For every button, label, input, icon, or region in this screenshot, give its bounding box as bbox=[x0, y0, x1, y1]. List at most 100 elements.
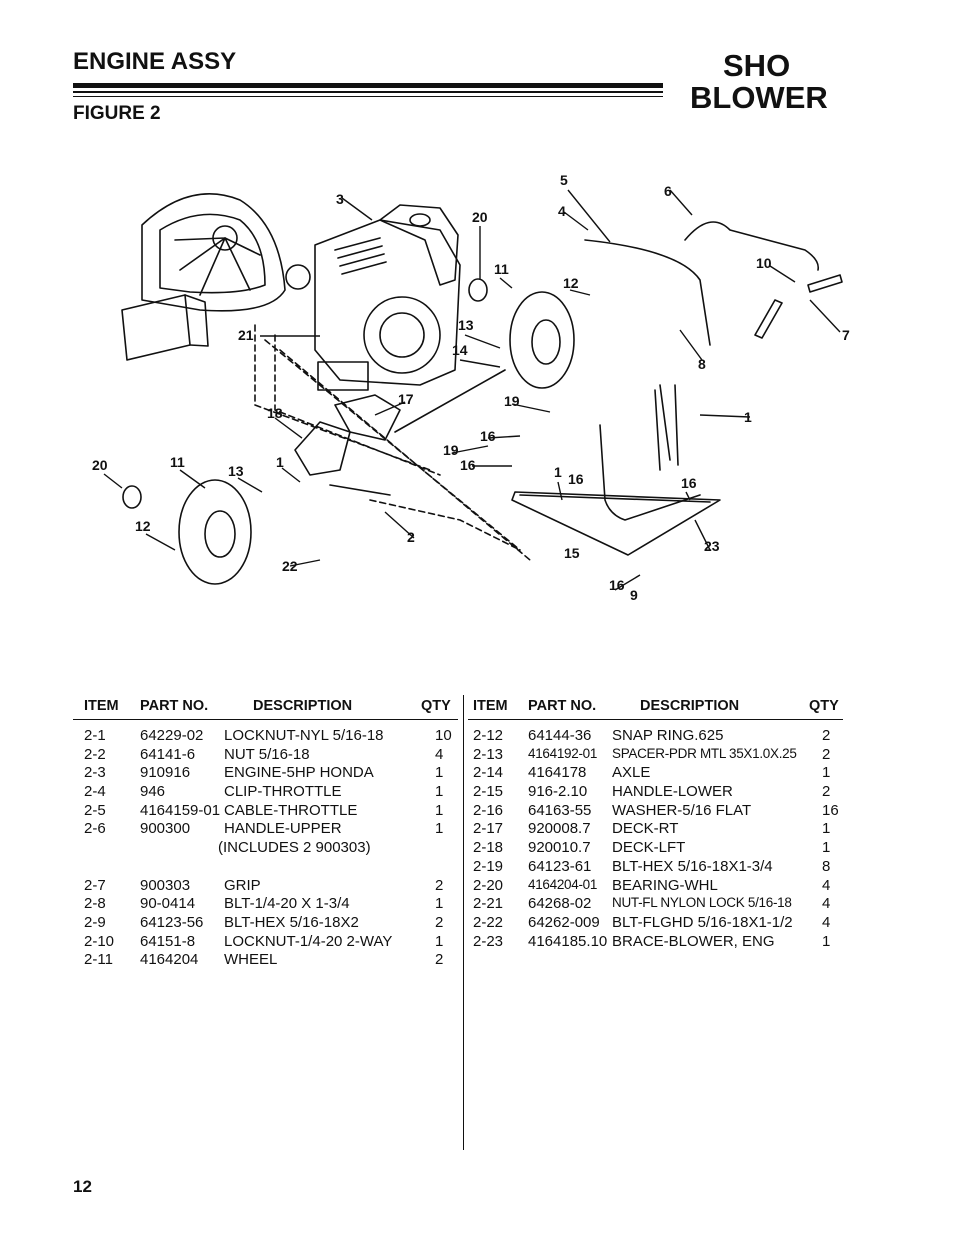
col-qty: QTY bbox=[809, 698, 839, 714]
wheel-left-rim bbox=[204, 510, 236, 558]
grip-1 bbox=[754, 299, 783, 339]
page-number: 12 bbox=[73, 1177, 92, 1196]
parts-table-header: ITEM PART NO. DESCRIPTION QTY bbox=[73, 695, 458, 721]
callout: 20 bbox=[92, 457, 108, 473]
engine-block bbox=[314, 219, 461, 386]
callout: 14 bbox=[452, 342, 468, 358]
handle-lower-2 bbox=[654, 384, 679, 471]
blower-housing bbox=[141, 193, 286, 312]
blower-outlet-side bbox=[184, 294, 209, 347]
engine-tank bbox=[379, 204, 459, 286]
callout: 13 bbox=[458, 317, 474, 333]
wheel-right bbox=[509, 291, 575, 389]
col-part: PART NO. bbox=[528, 698, 597, 714]
callout: 16 bbox=[480, 428, 496, 444]
wheel-left bbox=[178, 479, 252, 585]
callout: 1 bbox=[276, 454, 284, 470]
engine-recoil-inner bbox=[379, 312, 425, 358]
callout: 11 bbox=[494, 261, 509, 277]
callout: 19 bbox=[443, 442, 459, 458]
callout: 12 bbox=[563, 275, 579, 291]
col-qty: QTY bbox=[421, 698, 451, 714]
section-title: ENGINE ASSY bbox=[73, 48, 237, 75]
callout: 7 bbox=[842, 327, 850, 343]
header-underline bbox=[468, 719, 843, 720]
callout: 16 bbox=[681, 475, 697, 491]
handle-upper bbox=[584, 221, 820, 346]
wheel-right-rim bbox=[531, 319, 561, 365]
header-rule bbox=[73, 91, 663, 93]
header-rule bbox=[73, 83, 663, 88]
blower-outlet bbox=[121, 294, 191, 361]
exploded-parts-diagram: 3 5 4 6 20 11 12 10 7 8 13 14 21 17 19 1… bbox=[92, 172, 850, 603]
callout: 9 bbox=[630, 587, 638, 603]
callout: 18 bbox=[267, 405, 283, 421]
callout: 1 bbox=[554, 464, 562, 480]
table-row-spacer bbox=[73, 858, 458, 877]
grip-2 bbox=[807, 274, 843, 293]
callout: 4 bbox=[558, 203, 566, 219]
parts-table-header: ITEM PART NO. DESCRIPTION QTY bbox=[468, 695, 843, 721]
callout: 2 bbox=[407, 529, 415, 545]
header-underline bbox=[73, 719, 458, 720]
col-description: DESCRIPTION bbox=[640, 698, 740, 714]
alignment-lines bbox=[254, 324, 531, 561]
callout: 10 bbox=[756, 255, 772, 271]
axle-lower bbox=[329, 484, 391, 496]
brace-inner bbox=[519, 494, 711, 503]
blower-housing-inner bbox=[159, 213, 266, 294]
bearing-left bbox=[122, 485, 142, 509]
leader-lines bbox=[103, 189, 841, 591]
callout: 16 bbox=[568, 471, 584, 487]
brand-line-1: SHO bbox=[723, 48, 791, 83]
callout: 20 bbox=[472, 209, 488, 225]
figure-title: FIGURE 2 bbox=[73, 103, 161, 124]
engine-fuel-cap bbox=[409, 213, 431, 227]
col-description: DESCRIPTION bbox=[253, 698, 353, 714]
engine-air-filter bbox=[285, 264, 311, 290]
callout: 5 bbox=[560, 172, 568, 188]
callout: 23 bbox=[704, 538, 720, 554]
callout: 13 bbox=[228, 463, 244, 479]
deck-right bbox=[334, 394, 401, 441]
axle bbox=[394, 369, 506, 433]
engine-recoil bbox=[363, 296, 441, 374]
callout: 19 bbox=[504, 393, 520, 409]
brand-line-2: BLOWER bbox=[690, 80, 828, 115]
callout: 21 bbox=[238, 327, 254, 343]
callout: 11 bbox=[170, 454, 185, 470]
deck-left bbox=[294, 421, 351, 476]
header-rule bbox=[73, 96, 663, 97]
column-divider bbox=[463, 695, 464, 1150]
callout: 16 bbox=[460, 457, 476, 473]
callout: 15 bbox=[564, 545, 580, 561]
table-row: (INCLUDES 2 900303) bbox=[218, 839, 371, 857]
brace bbox=[511, 491, 721, 556]
callout: 22 bbox=[282, 558, 298, 574]
col-item: ITEM bbox=[473, 698, 508, 714]
brand-title: SHO BLOWER bbox=[690, 50, 850, 114]
